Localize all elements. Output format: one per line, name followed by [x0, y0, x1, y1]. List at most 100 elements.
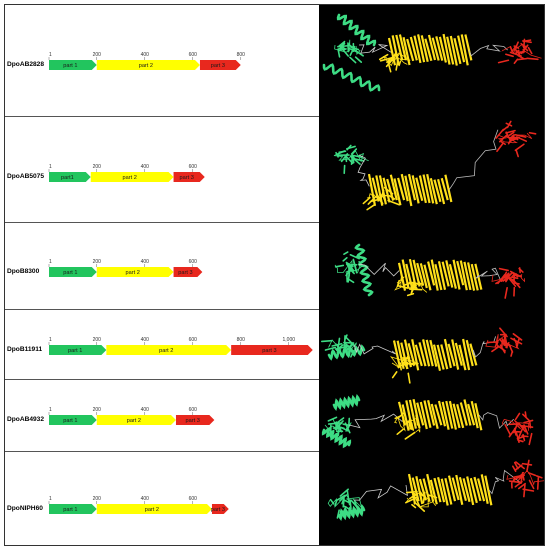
beta-strand	[420, 35, 429, 63]
ribbon-segment	[346, 277, 355, 284]
ribbon-segment	[536, 476, 540, 490]
beta-strand	[470, 263, 479, 291]
protein-name: DpoB8300	[7, 268, 40, 275]
ribbon-segment	[410, 422, 415, 431]
beta-strand	[455, 474, 464, 505]
beta-strand	[469, 343, 478, 366]
tick-label: 1	[49, 259, 52, 265]
beta-strand	[437, 179, 446, 205]
ribbon-segment	[415, 498, 421, 507]
ribbon-segment	[353, 158, 365, 162]
ribbon-segment	[344, 334, 348, 340]
ribbon-segment	[350, 148, 358, 155]
ribbon-segment	[497, 345, 506, 352]
ribbon-segment	[518, 423, 527, 433]
beta-strand	[454, 342, 463, 366]
beta-strand	[458, 476, 467, 501]
beta-strand	[400, 173, 409, 202]
ribbon-segment	[535, 475, 543, 479]
coil-strand	[334, 39, 361, 56]
ribbon-segment	[511, 465, 517, 472]
beta-strand	[418, 175, 427, 204]
ribbon-segment	[410, 281, 415, 295]
domain-segment-part3	[199, 60, 241, 70]
coil-strand	[502, 418, 530, 431]
beta-strand	[448, 400, 457, 430]
domain-segment-part3	[211, 504, 229, 514]
protein-name: DpoNIPH60	[7, 505, 43, 512]
ribbon-segment	[339, 40, 346, 52]
domain-label: part 2	[123, 175, 137, 181]
domain-label: part 1	[63, 270, 77, 276]
beta-strand	[470, 400, 479, 429]
beta-strand	[459, 260, 468, 291]
ribbon-segment	[505, 277, 509, 283]
coil-strand	[353, 484, 408, 501]
ribbon-segment	[347, 271, 351, 283]
ribbon-segment	[515, 49, 522, 58]
coil-strand	[394, 416, 421, 433]
beta-strand	[440, 478, 449, 506]
beta-strand	[403, 339, 412, 368]
beta-strand	[451, 339, 460, 370]
ribbon-segment	[523, 483, 526, 498]
beta-strand	[423, 400, 432, 428]
beta-strand	[464, 34, 473, 61]
beta-strand	[463, 261, 472, 291]
beta-strand	[416, 402, 425, 426]
ribbon-segment	[396, 428, 404, 435]
beta-strand	[414, 344, 423, 367]
domain-segment-part1	[49, 345, 107, 355]
coil-strand	[327, 494, 363, 509]
domain-segment-part1	[49, 415, 97, 425]
ribbon-segment	[411, 503, 417, 509]
ribbon-segment	[337, 44, 351, 48]
ribbon-segment	[522, 413, 531, 422]
beta-strand	[477, 478, 486, 502]
domain-label: part 2	[159, 348, 173, 354]
ribbon-segment	[335, 494, 346, 502]
beta-strand	[441, 401, 450, 430]
ribbon-segment	[515, 338, 520, 348]
ribbon-segment	[406, 292, 415, 297]
ribbon-segment	[523, 419, 534, 424]
tick-label: 600	[189, 259, 198, 265]
domain-label: part 1	[68, 348, 82, 354]
ribbon-segment	[504, 286, 508, 299]
domain-label: part 1	[63, 418, 77, 424]
ribbon-segment	[521, 462, 533, 466]
ribbon-segment	[349, 56, 357, 64]
beta-strand	[429, 479, 438, 505]
beta-strand	[444, 174, 453, 203]
tick-label: 400	[141, 496, 150, 502]
beta-strand	[426, 473, 435, 503]
beta-strand	[462, 338, 471, 371]
beta-strand	[451, 477, 460, 501]
coil-strand	[488, 469, 520, 495]
ribbon-segment	[508, 131, 515, 137]
beta-strand	[456, 403, 465, 429]
beta-strand	[423, 264, 432, 291]
beta-strand	[415, 476, 424, 505]
ribbon-segment	[508, 480, 522, 484]
tick-label: 400	[141, 52, 150, 58]
beta-strand	[456, 260, 465, 286]
ribbon-segment	[521, 435, 529, 438]
ribbon-segment	[343, 499, 350, 504]
coil-strand	[348, 413, 403, 429]
beta-strand	[484, 475, 493, 506]
beta-strand	[409, 36, 418, 61]
ribbon-segment	[388, 195, 396, 200]
ribbon-segment	[349, 253, 360, 260]
ribbon-segment	[383, 186, 394, 195]
ribbon-segment	[499, 338, 506, 347]
ribbon-segment	[527, 46, 533, 55]
domain-label: part1	[61, 175, 74, 181]
ribbon-segment	[405, 490, 418, 494]
ribbon-segment	[398, 60, 402, 67]
